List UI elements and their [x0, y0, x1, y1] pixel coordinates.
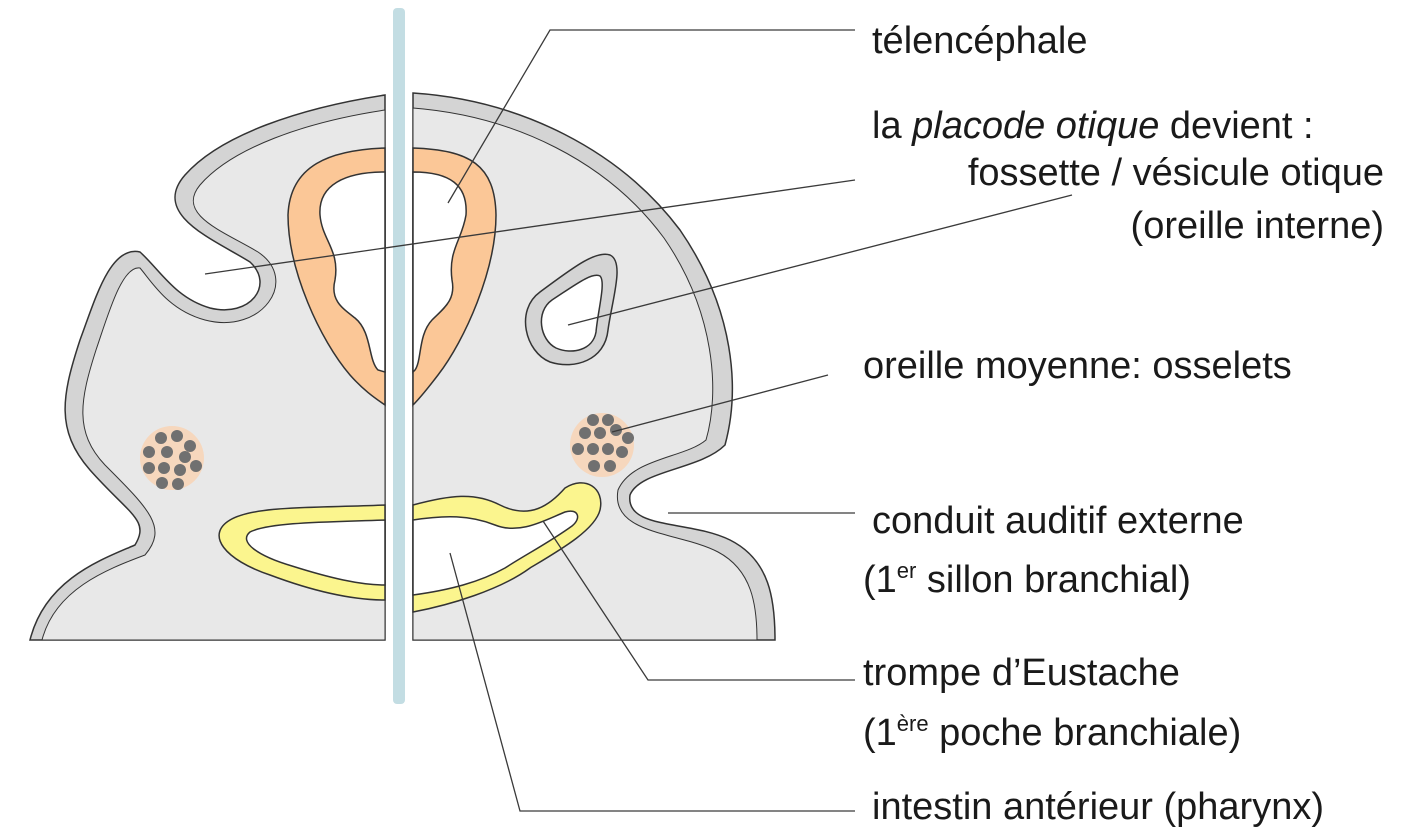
label-trompe-text: trompe d’Eustache — [863, 652, 1180, 694]
label-fossette: fossette / vésicule otique — [968, 150, 1384, 196]
label-oreille-interne: (oreille interne) — [1131, 203, 1384, 249]
label-fossette-text: fossette / vésicule otique — [968, 152, 1384, 194]
label-intestin-text: intestin antérieur (pharynx) — [872, 786, 1324, 828]
midline-separator — [393, 8, 405, 704]
label-oreille-moyenne: oreille moyenne: osselets — [863, 343, 1292, 389]
left-half-section — [30, 95, 385, 640]
label-poche-sup: ère — [897, 711, 929, 736]
label-placode-suffix: devient : — [1170, 105, 1314, 147]
label-sillon-num: (1 — [863, 559, 897, 601]
label-sillon-rest: sillon branchial) — [916, 559, 1191, 601]
label-oreille-moyenne-text: oreille moyenne: osselets — [863, 345, 1292, 387]
label-sillon-sup: er — [897, 558, 917, 583]
label-oreille-interne-text: (oreille interne) — [1131, 205, 1384, 247]
label-placode-prefix: la — [872, 105, 902, 147]
label-intestin: intestin antérieur (pharynx) — [872, 784, 1324, 830]
label-poche-rest: poche branchiale) — [929, 712, 1242, 754]
label-conduit-text: conduit auditif externe — [872, 500, 1244, 542]
label-placode-italic: placode otique — [912, 105, 1159, 147]
right-half-section — [413, 93, 775, 640]
label-trompe: trompe d’Eustache — [863, 650, 1180, 696]
label-placode: la placode otique devient : — [872, 103, 1314, 149]
label-sillon: (1er sillon branchial) — [863, 557, 1191, 603]
label-telencephale: télencéphale — [872, 18, 1088, 64]
label-telencephale-text: télencéphale — [872, 20, 1088, 62]
label-poche: (1ère poche branchiale) — [863, 710, 1241, 756]
label-conduit: conduit auditif externe — [872, 498, 1244, 544]
label-poche-num: (1 — [863, 712, 897, 754]
